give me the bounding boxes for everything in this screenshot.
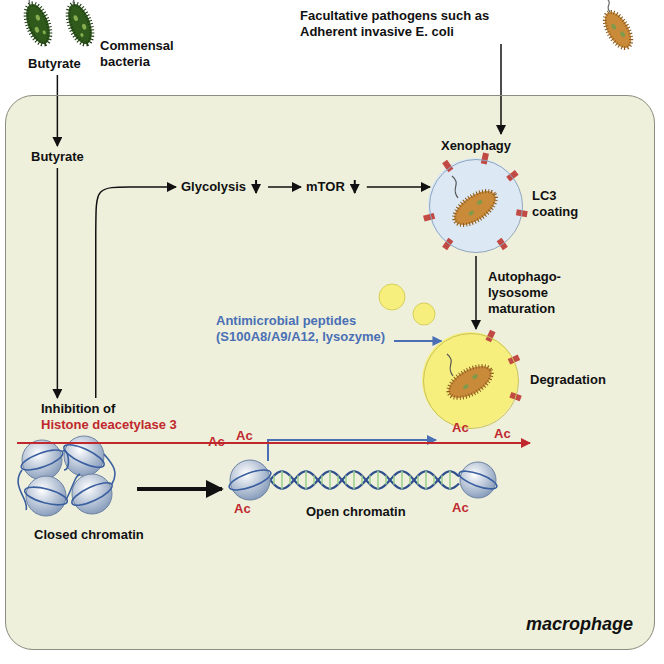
decrease-mark xyxy=(255,180,257,193)
autolysosome-circle: Degradation xyxy=(423,333,519,429)
pathogen-name: Facultative pathogens such as Adherent i… xyxy=(300,8,515,40)
bacteria-name: Commensal bacteria xyxy=(100,38,182,70)
pathway-label: mTOR xyxy=(306,179,345,195)
arrow-connector xyxy=(57,168,59,398)
lysosome xyxy=(379,284,405,310)
figure-caption: Open chromatin xyxy=(306,504,406,520)
arrow-connector xyxy=(500,44,502,134)
engulfed-bacterium xyxy=(448,184,501,231)
pathway-label: Glycolysis xyxy=(181,179,246,195)
peptide-label: Antimicrobial peptides (S100A8/A9/A12, l… xyxy=(216,313,388,345)
open-chromatin xyxy=(227,460,499,500)
edge-label: Autophago-lysosome maturation xyxy=(486,268,582,318)
molecule-name: Butyrate xyxy=(28,56,81,72)
arrow-connector xyxy=(394,340,441,342)
acetyl-mark: Ac xyxy=(494,426,511,442)
peptide-name: Antimicrobial peptides (S100A8/A9/A12, l… xyxy=(216,313,388,345)
pathway-name: Glycolysis xyxy=(181,179,246,195)
autophagosome-circle: XenophagyLC3 coating xyxy=(429,159,523,253)
arrow-connector xyxy=(137,487,222,491)
process-name: Inhibition of xyxy=(41,401,177,417)
pathway-name: mTOR xyxy=(306,179,345,195)
molecule-name: Butyrate xyxy=(31,149,84,165)
macrophage-cell: macrophage ButyrateGlycolysis mTOR Xenophag… xyxy=(5,95,655,650)
process-heading: Degradation xyxy=(530,372,606,388)
open-chromatin-figure: Open chromatin xyxy=(226,456,506,506)
arrow-connector xyxy=(367,186,430,188)
acetyl-mark: Ac xyxy=(208,434,225,450)
inhibition-label: Inhibition ofHistone deacetylase 3 xyxy=(41,401,177,433)
closed-chromatin xyxy=(18,436,115,516)
dna-strand xyxy=(270,471,459,489)
acetyl-mark: Ac xyxy=(234,501,251,517)
pathogen-label: Facultative pathogens such as Adherent i… xyxy=(300,8,515,40)
dna-strand xyxy=(270,471,459,489)
enzyme-name: Histone deacetylase 3 xyxy=(41,417,177,433)
arrow-connector xyxy=(268,186,301,188)
cell-ground xyxy=(5,95,655,650)
acetyl-mark: Ac xyxy=(236,428,253,444)
acetyl-mark: Ac xyxy=(452,500,469,516)
degraded-bacterium xyxy=(443,360,497,405)
cell-name: macrophage xyxy=(526,616,633,632)
molecule-label: Butyrate xyxy=(28,56,81,72)
autolysosome xyxy=(422,332,518,428)
commensal-bacterium xyxy=(63,1,96,47)
arrow-connector xyxy=(57,75,59,146)
decrease-mark xyxy=(354,180,356,193)
process-heading: Xenophagy xyxy=(441,138,511,154)
arrow-connector xyxy=(96,187,176,398)
closed-chromatin-figure: Closed chromatin xyxy=(19,439,129,519)
autophagosome xyxy=(428,158,522,252)
coating-label: LC3 coating xyxy=(532,188,596,220)
acetyl-mark: Ac xyxy=(452,420,469,436)
figure-caption: Closed chromatin xyxy=(34,527,144,543)
lc3-marks xyxy=(423,153,528,251)
arrow-connector xyxy=(17,442,530,444)
dna-rungs xyxy=(274,471,450,489)
pathogen-bacterium xyxy=(599,8,636,53)
commensal-bacterium xyxy=(21,1,54,47)
lc3-marks xyxy=(485,330,521,401)
arrow-connector xyxy=(475,256,477,329)
lysosome xyxy=(413,303,435,325)
molecule-label: Butyrate xyxy=(31,149,84,165)
